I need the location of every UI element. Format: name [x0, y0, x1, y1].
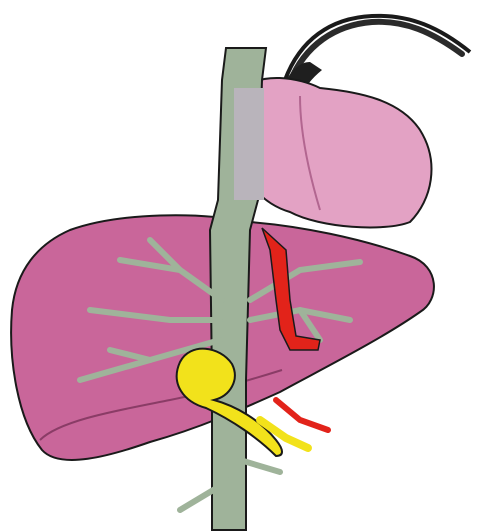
gray-vein-overlay [234, 88, 264, 200]
